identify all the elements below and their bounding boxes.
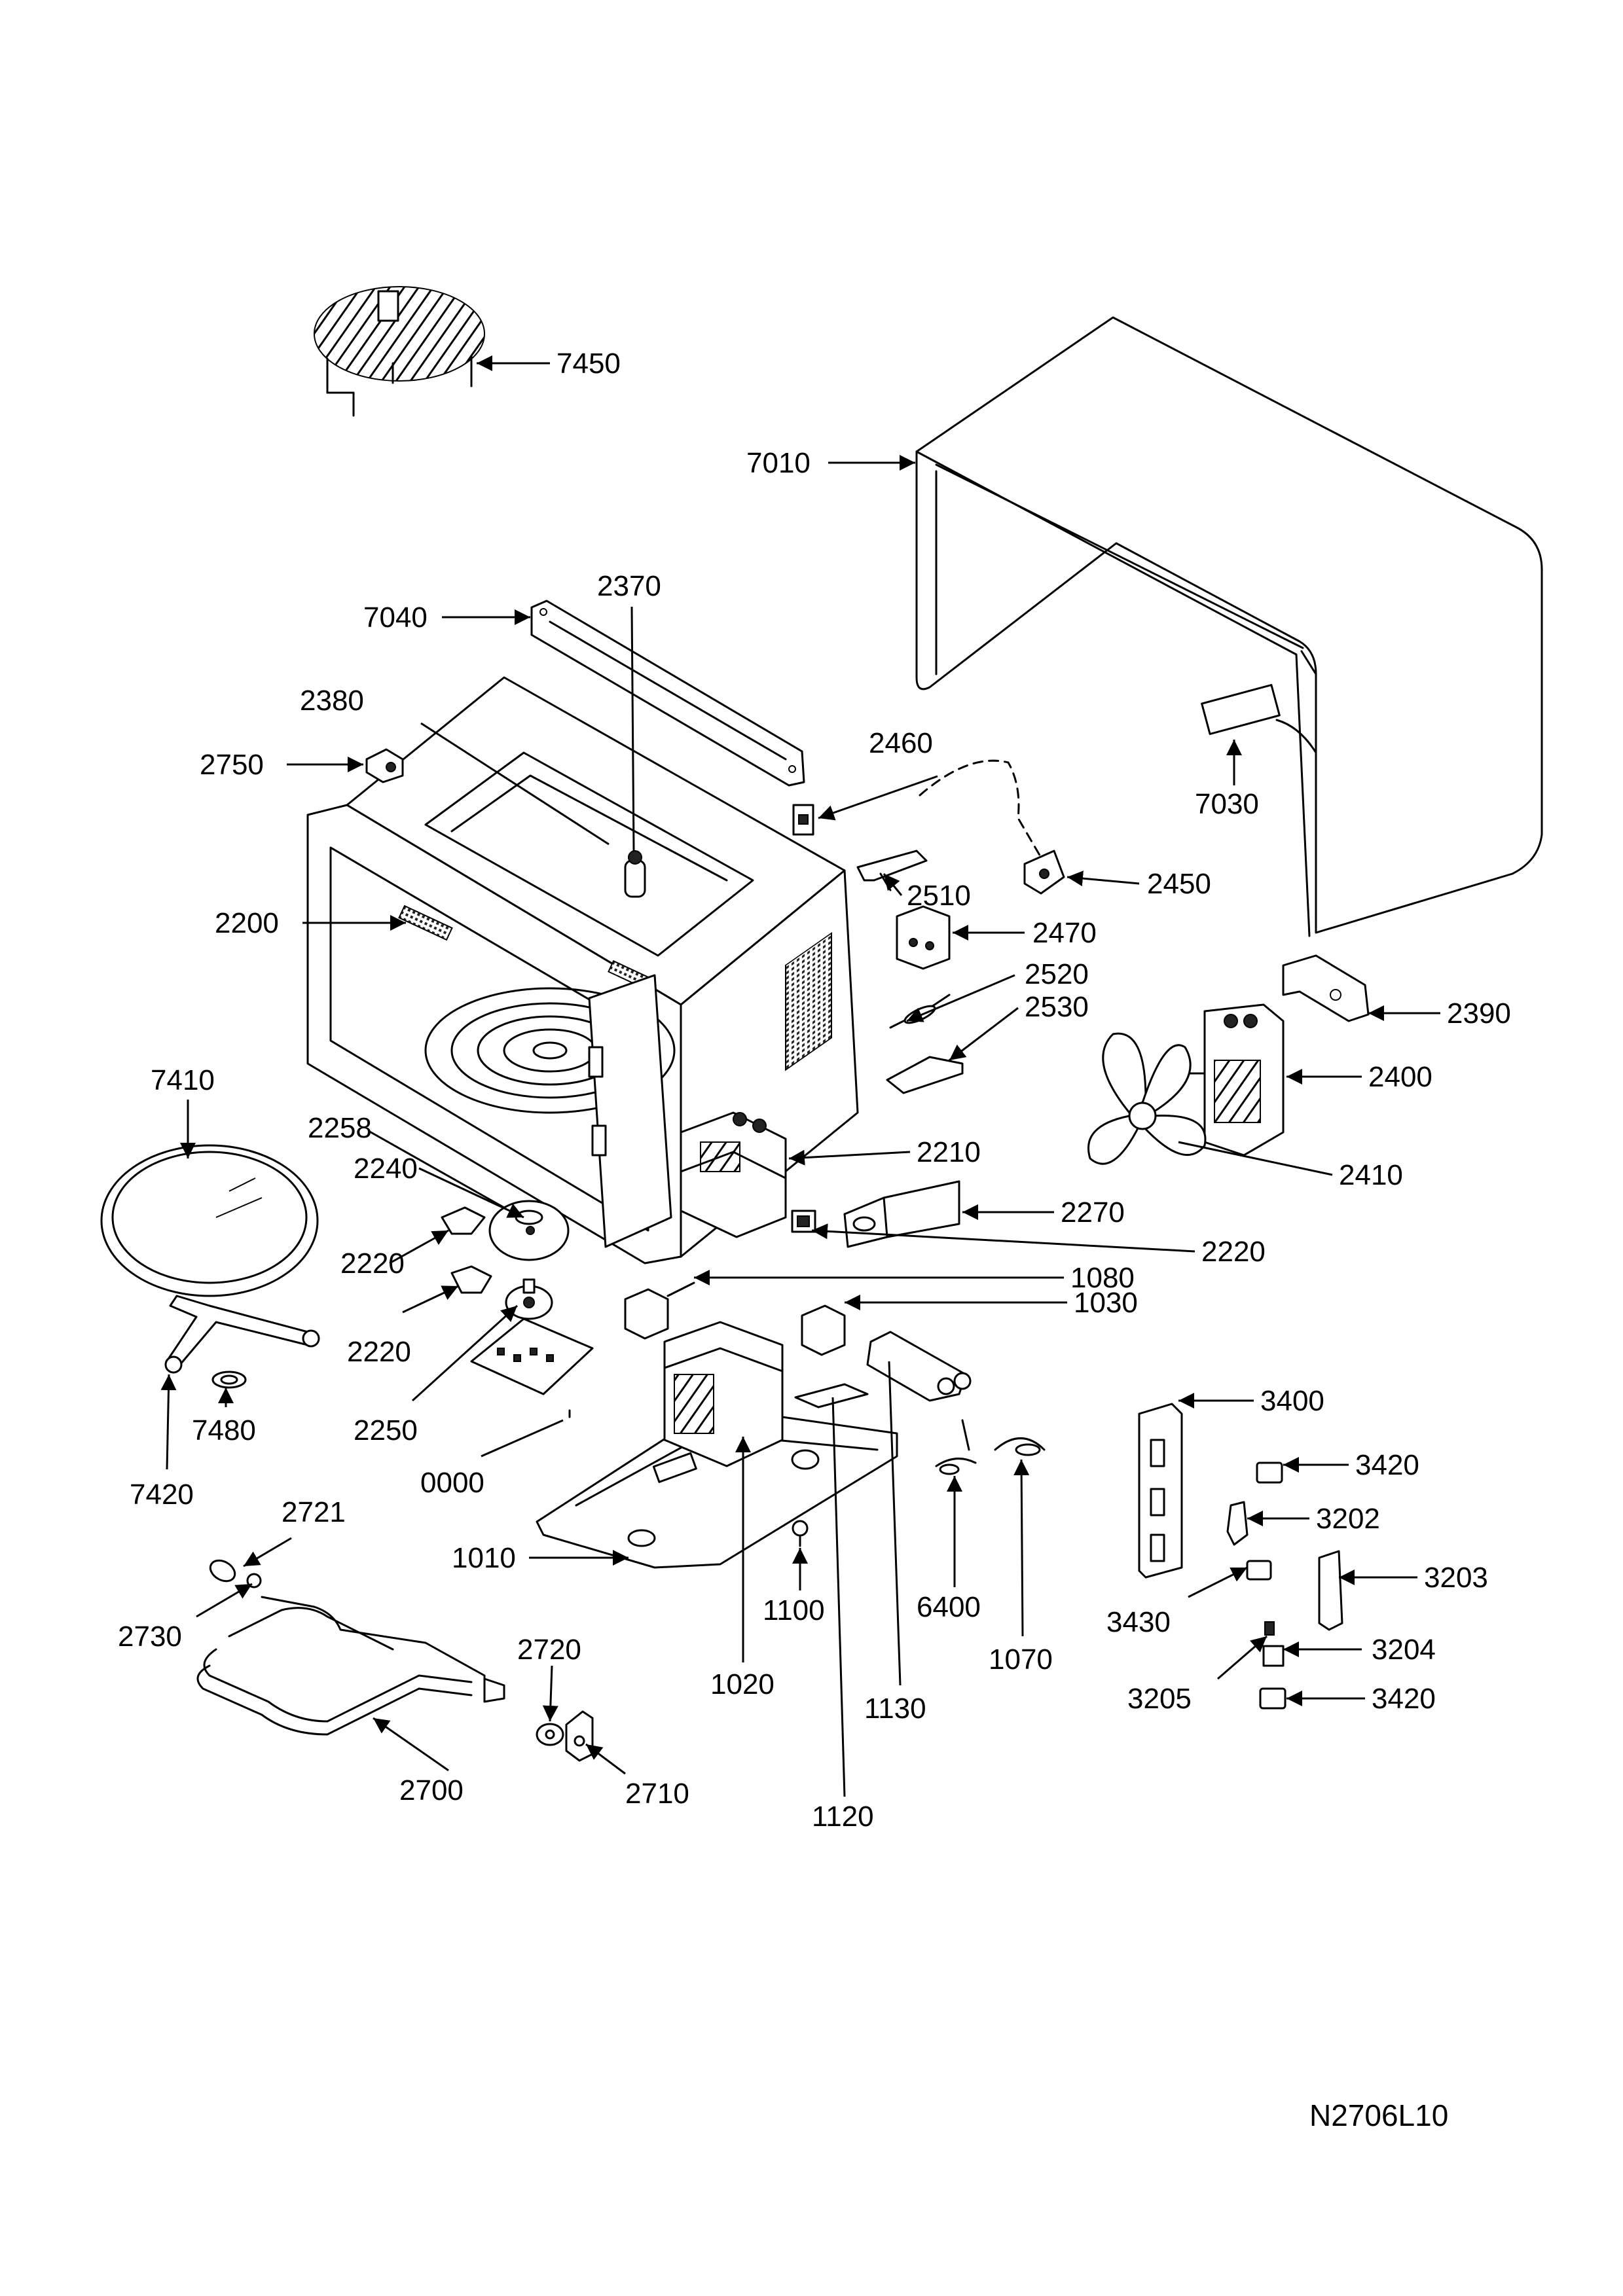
callout-3420-a: 3420 [1355, 1449, 1419, 1481]
switch-bracket-3400 [1138, 1403, 1183, 1579]
clip-2220-c [791, 1210, 816, 1233]
terminal-2710 [565, 1710, 594, 1762]
leader-lines [160, 355, 1440, 1797]
clip-2220-b [450, 1265, 492, 1294]
callout-2240: 2240 [354, 1153, 418, 1185]
callout-1070: 1070 [989, 1643, 1053, 1676]
callout-2721: 2721 [282, 1496, 346, 1528]
part-2721 [209, 1559, 236, 1583]
callout-2380: 2380 [300, 685, 364, 717]
grill-rack-7450 [314, 286, 485, 417]
callout-3430: 3430 [1106, 1606, 1171, 1638]
callout-2700: 2700 [399, 1774, 464, 1806]
callout-3205: 3205 [1127, 1683, 1192, 1715]
front-frame-strip-7040 [530, 600, 805, 787]
coupler-7480 [211, 1371, 247, 1389]
callout-2220-b: 2220 [347, 1336, 411, 1368]
callout-2750: 2750 [200, 749, 264, 781]
cover-2270 [843, 1180, 960, 1248]
callout-1080: 1080 [1070, 1262, 1135, 1294]
callout-2520: 2520 [1025, 958, 1089, 990]
callout-2530: 2530 [1025, 991, 1089, 1023]
screw-1100 [792, 1520, 809, 1547]
callout-3203: 3203 [1424, 1562, 1488, 1594]
callout-2400: 2400 [1368, 1061, 1432, 1093]
callout-1020: 1020 [710, 1668, 775, 1700]
switch-3420-b [1259, 1687, 1286, 1710]
part-1080 [624, 1282, 695, 1340]
callout-2200: 2200 [215, 907, 279, 939]
callout-2250: 2250 [354, 1414, 418, 1446]
fan-blade-2410 [1087, 1032, 1207, 1165]
transformer-1020 [663, 1321, 784, 1467]
switch-3420-a [1256, 1462, 1283, 1484]
part-2750 [365, 748, 404, 783]
callout-3420-b: 3420 [1372, 1683, 1436, 1715]
callout-7010: 7010 [746, 447, 811, 479]
callout-3202: 3202 [1316, 1503, 1380, 1535]
callout-2720: 2720 [517, 1634, 581, 1666]
callout-7030: 7030 [1195, 788, 1259, 820]
callout-3204: 3204 [1372, 1634, 1436, 1666]
callout-2410: 2410 [1339, 1159, 1403, 1191]
roller-support-7420 [164, 1295, 320, 1374]
lever-3202 [1226, 1501, 1249, 1546]
callout-7420: 7420 [130, 1479, 194, 1511]
power-cord-2450 [919, 759, 1065, 895]
glass-tray-7410 [100, 1144, 319, 1297]
callout-0000: 0000 [420, 1467, 484, 1499]
callout-2510: 2510 [907, 880, 971, 912]
callout-7040: 7040 [363, 601, 428, 634]
washer-2720 [536, 1723, 564, 1746]
callout-3400: 3400 [1260, 1385, 1324, 1417]
callout-2730: 2730 [118, 1621, 182, 1653]
part-3205 [1264, 1621, 1275, 1636]
callout-2220-c: 2220 [1201, 1236, 1266, 1268]
switch-3430 [1246, 1560, 1272, 1581]
callout-2258: 2258 [308, 1112, 372, 1144]
turntable-motor-2250 [505, 1278, 553, 1320]
callout-6400: 6400 [917, 1591, 981, 1623]
callout-1030: 1030 [1074, 1287, 1138, 1319]
callout-1100: 1100 [763, 1594, 825, 1626]
turntable-cover-2240 [488, 1200, 570, 1261]
callout-labels: 7450 7010 7040 2370 2380 2750 2460 7030 … [118, 348, 1511, 2132]
callout-2370: 2370 [597, 570, 661, 602]
callout-2460: 2460 [869, 727, 933, 759]
callout-7450: 7450 [556, 348, 621, 380]
callout-1010: 1010 [452, 1542, 516, 1574]
callout-2470: 2470 [1032, 917, 1097, 949]
callout-7480: 7480 [192, 1414, 256, 1446]
part-1120 [794, 1383, 869, 1408]
part-3204 [1262, 1645, 1285, 1667]
bracket-2390 [1282, 954, 1370, 1022]
callout-2450: 2450 [1147, 868, 1211, 900]
part-2520-2530 [886, 994, 964, 1094]
callout-7410: 7410 [151, 1064, 215, 1096]
callout-2270: 2270 [1061, 1196, 1125, 1229]
callout-1120: 1120 [812, 1801, 874, 1833]
callout-1130: 1130 [864, 1693, 926, 1725]
capacitor-1130 [866, 1331, 972, 1402]
wire-6400 [935, 1419, 977, 1475]
callout-2710: 2710 [625, 1778, 689, 1810]
circuit-board-0000 [470, 1318, 594, 1418]
wire-1070 [994, 1437, 1046, 1456]
magnetron-2210 [680, 1111, 787, 1238]
part-2470 [896, 905, 951, 970]
fan-motor-2400 [1177, 1003, 1285, 1157]
callout-2210: 2210 [917, 1136, 981, 1168]
part-2460 [792, 804, 814, 836]
outer-cabinet-7010 [915, 316, 1543, 937]
drawing-reference: N2706L10 [1309, 2098, 1448, 2132]
clip-2220-a [441, 1206, 486, 1235]
heating-element-2700 [196, 1596, 505, 1736]
callout-2390: 2390 [1447, 997, 1511, 1030]
callout-2220-a: 2220 [340, 1247, 405, 1280]
part-1030 [801, 1304, 846, 1356]
bracket-3203 [1318, 1550, 1343, 1631]
